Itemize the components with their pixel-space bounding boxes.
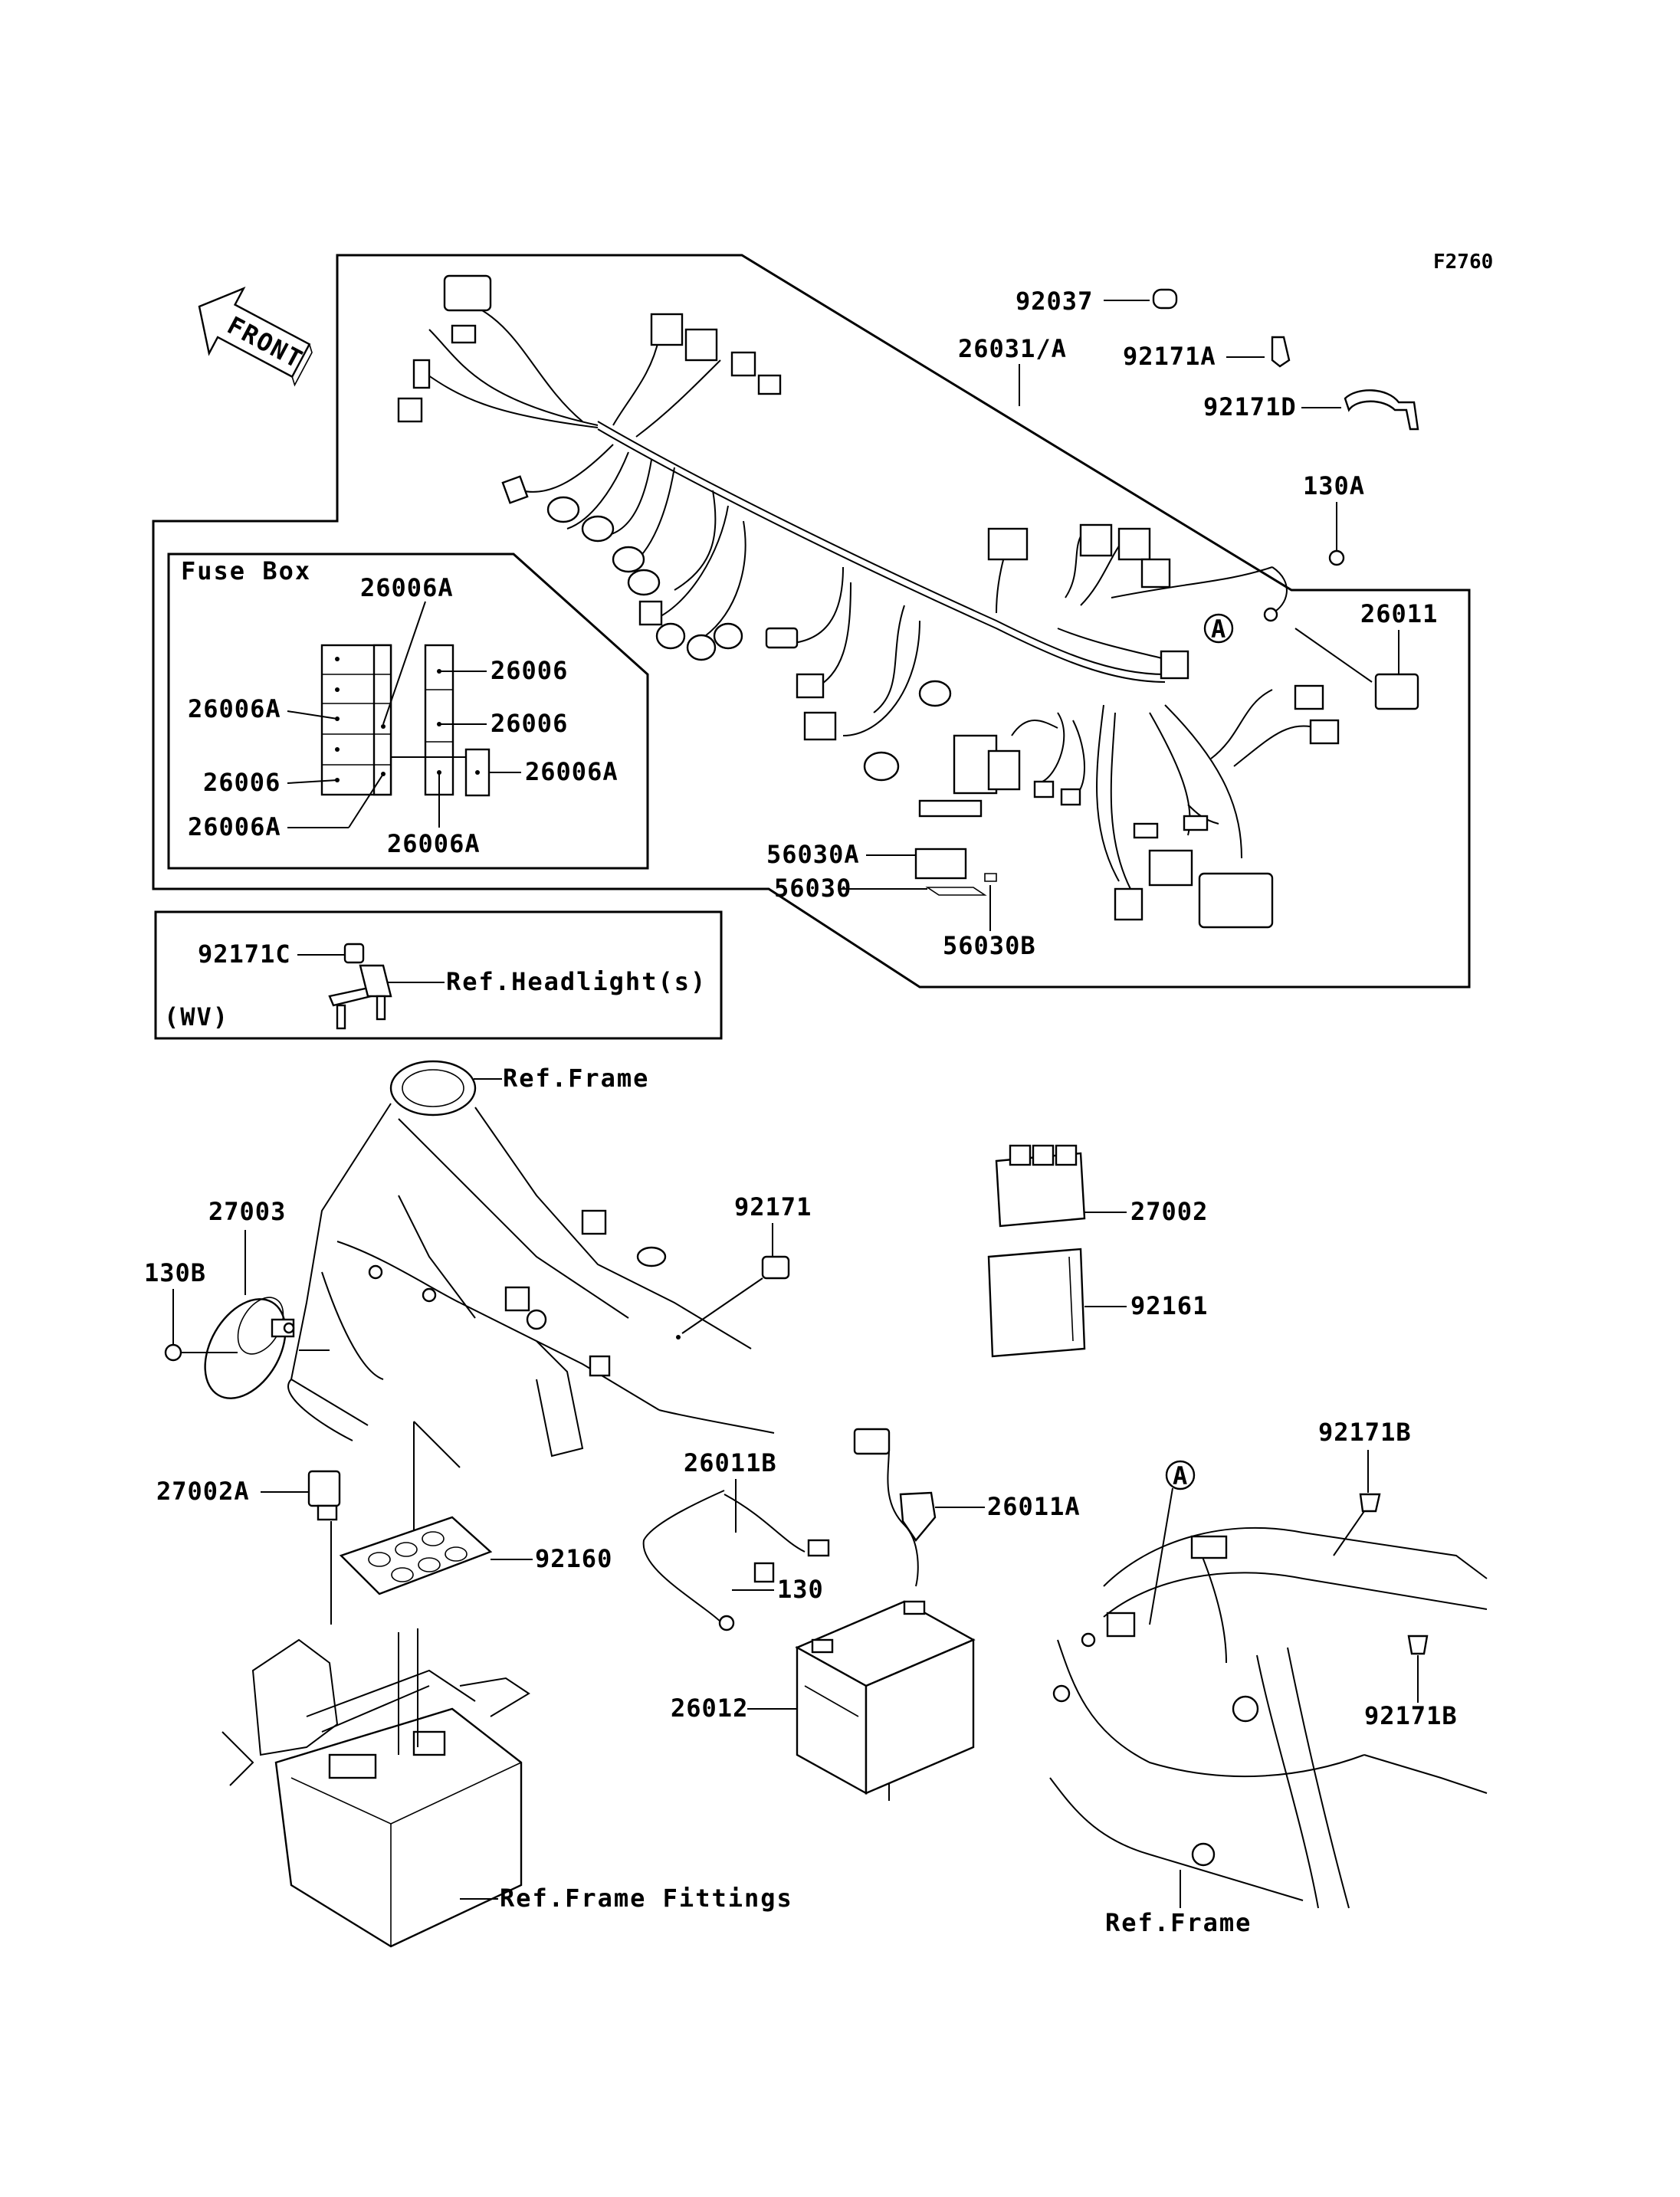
- ref-frame-top-label: Ref.Frame: [503, 1064, 649, 1093]
- part-label-92171b-top: 92171B: [1318, 1418, 1412, 1447]
- headlight-bracket-graphic: [328, 943, 392, 1030]
- fuse-part-label-26006-middle: 26006: [491, 709, 568, 738]
- battery-cable-graphic: [853, 1428, 937, 1587]
- fuse-part-label-26006a-bottom-left: 26006A: [188, 812, 281, 841]
- part-label-26011: 26011: [1360, 599, 1438, 628]
- part-label-130: 130: [777, 1575, 824, 1604]
- marker-a-bottom: A: [1173, 1461, 1188, 1490]
- ref-frame-fittings-label: Ref.Frame Fittings: [500, 1884, 793, 1913]
- fuse-box-panel: [167, 553, 649, 870]
- part-label-130a: 130A: [1303, 471, 1365, 500]
- part-label-26011b: 26011B: [684, 1448, 777, 1477]
- frame-drawing: [287, 1060, 775, 1458]
- part-label-92171b-bottom: 92171B: [1364, 1701, 1458, 1730]
- part-label-26011a: 26011A: [987, 1492, 1081, 1521]
- fuse-part-label-26006-upper: 26006: [491, 656, 568, 685]
- part-label-92171a: 92171A: [1123, 342, 1216, 371]
- fuse-part-label-26006a-top: 26006A: [360, 573, 454, 602]
- figure-code: F2760: [1433, 251, 1493, 274]
- marker-a-top: A: [1211, 615, 1226, 644]
- marker-a-circle-top: [1203, 613, 1234, 644]
- wv-label: (WV): [164, 1002, 229, 1031]
- ground-cable-graphic: [642, 1490, 830, 1631]
- part-label-92160: 92160: [535, 1544, 612, 1573]
- harness-frame: [152, 254, 1471, 989]
- fuse-part-label-26006a-right: 26006A: [525, 757, 619, 786]
- part-label-130b: 130B: [144, 1258, 206, 1287]
- fuse-part-label-26006-left: 26006: [203, 768, 281, 797]
- battery-case-graphic: [221, 1628, 530, 1948]
- fuse-part-label-26006a-bottom: 26006A: [387, 829, 481, 858]
- right-frame-drawing: [1049, 1526, 1488, 1909]
- part-label-27002a: 27002A: [156, 1477, 250, 1506]
- part-label-92171c: 92171C: [198, 939, 291, 969]
- relay-graphic: [307, 1470, 341, 1521]
- fuse-box-title: Fuse Box: [181, 556, 311, 585]
- part-label-56030a: 56030A: [766, 840, 860, 869]
- marker-a-circle-bottom: [1165, 1460, 1196, 1490]
- headlight-box: [154, 910, 723, 1040]
- battery-pad-graphic: [339, 1516, 493, 1595]
- ref-frame-bottom-label: Ref.Frame: [1105, 1908, 1252, 1937]
- fuse-part-label-26006a-left: 26006A: [188, 694, 281, 723]
- wiring-harness-drawing: A: [397, 274, 1340, 929]
- part-label-26031a: 26031/A: [958, 334, 1067, 363]
- part-label-27002: 27002: [1130, 1197, 1208, 1226]
- ecu-graphic: [987, 1144, 1086, 1358]
- part-label-92171: 92171: [734, 1192, 812, 1221]
- headlight-ref-label: Ref.Headlight(s): [446, 967, 707, 996]
- part-label-56030b: 56030B: [943, 931, 1036, 960]
- part-label-27003: 27003: [208, 1197, 286, 1226]
- part-label-26012: 26012: [671, 1694, 748, 1723]
- fuse-box-graphic: [320, 644, 491, 797]
- horn-graphic: [204, 1297, 295, 1399]
- part-label-56030: 56030: [774, 874, 851, 903]
- part-label-92161: 92161: [1130, 1291, 1208, 1320]
- part-label-92171d: 92171D: [1203, 392, 1297, 421]
- battery-graphic: [795, 1600, 976, 1795]
- part-label-92037: 92037: [1016, 287, 1093, 316]
- front-arrow-icon: FRONT: [198, 287, 313, 387]
